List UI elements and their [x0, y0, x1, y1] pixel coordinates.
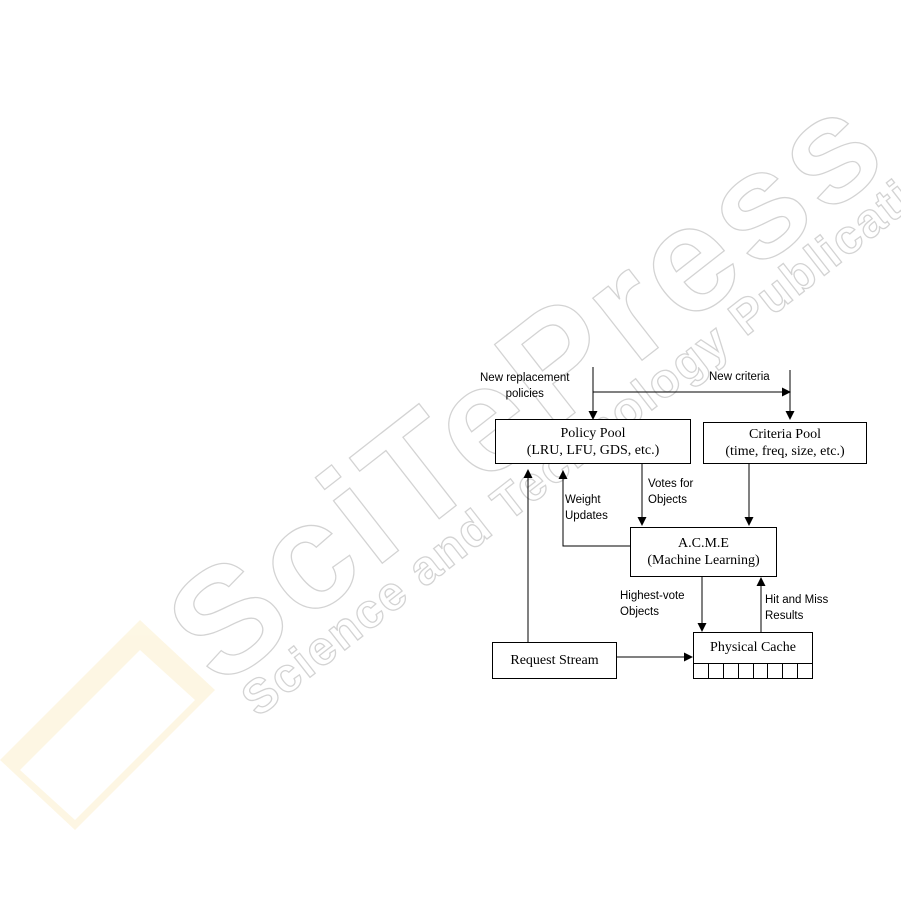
label-new-criteria: New criteria: [709, 369, 770, 385]
acme-box: A.C.M.E (Machine Learning): [630, 527, 777, 577]
label-highest-vote: Highest-vote Objects: [620, 588, 685, 620]
cache-slot: [724, 664, 739, 678]
cache-slot: [694, 664, 709, 678]
acme-title: A.C.M.E: [678, 535, 729, 552]
criteria-pool-subtitle: (time, freq, size, etc.): [725, 443, 844, 460]
label-weight-updates: Weight Updates: [565, 492, 608, 524]
physical-cache-box: Physical Cache: [693, 632, 813, 679]
physical-cache-slots: [694, 663, 812, 678]
criteria-pool-box: Criteria Pool (time, freq, size, etc.): [703, 422, 867, 464]
request-stream-box: Request Stream: [492, 642, 617, 679]
label-hit-miss: Hit and Miss Results: [765, 592, 828, 624]
physical-cache-title: Physical Cache: [710, 633, 796, 663]
cache-slot: [798, 664, 812, 678]
criteria-pool-title: Criteria Pool: [749, 426, 821, 443]
request-stream-title: Request Stream: [510, 652, 598, 669]
policy-pool-subtitle: (LRU, LFU, GDS, etc.): [527, 442, 660, 459]
acme-architecture-diagram: New replacement policies New criteria Po…: [460, 362, 890, 692]
acme-subtitle: (Machine Learning): [647, 552, 759, 569]
cache-slot: [783, 664, 798, 678]
cache-slot: [709, 664, 724, 678]
cache-slot: [768, 664, 783, 678]
policy-pool-title: Policy Pool: [561, 425, 626, 442]
label-new-policies: New replacement policies: [480, 370, 569, 402]
policy-pool-box: Policy Pool (LRU, LFU, GDS, etc.): [495, 419, 691, 464]
watermark-logo-shape: [0, 620, 215, 830]
cache-slot: [739, 664, 754, 678]
label-votes: Votes for Objects: [648, 476, 693, 508]
cache-slot: [754, 664, 769, 678]
